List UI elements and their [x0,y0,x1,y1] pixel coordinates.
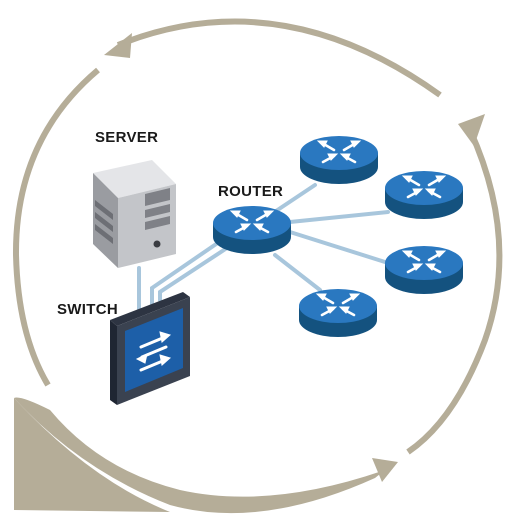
cycle-arc-top [116,18,442,98]
server-label: SERVER [95,129,159,146]
cycle-arc-bottom [14,397,385,514]
router-icon [383,244,465,296]
cycle-arc-right [406,128,503,455]
cycle-arrowhead-bottom [372,458,398,482]
link-switch-router-2 [158,244,232,302]
cycle-arrowhead-right [458,114,485,146]
router-icon [383,169,465,221]
cycle-arrowhead-top [104,33,132,58]
link-router-3 [288,230,387,264]
link-switch-router [150,238,224,307]
server-tower-icon [93,160,176,268]
links [137,183,390,312]
router-icon [211,204,293,256]
cycle-arc-left [12,67,100,387]
cycle-wedge-bottom [14,398,170,512]
link-router-1 [268,183,317,217]
circular-arrows-icon [12,18,503,514]
link-router-4 [273,253,322,292]
router-icon [297,287,379,339]
link-router-2 [288,210,390,224]
switch-label: SWITCH [57,301,118,318]
router-label: ROUTER [218,183,284,200]
network-switch-icon [110,292,190,405]
router-icon [298,134,380,186]
